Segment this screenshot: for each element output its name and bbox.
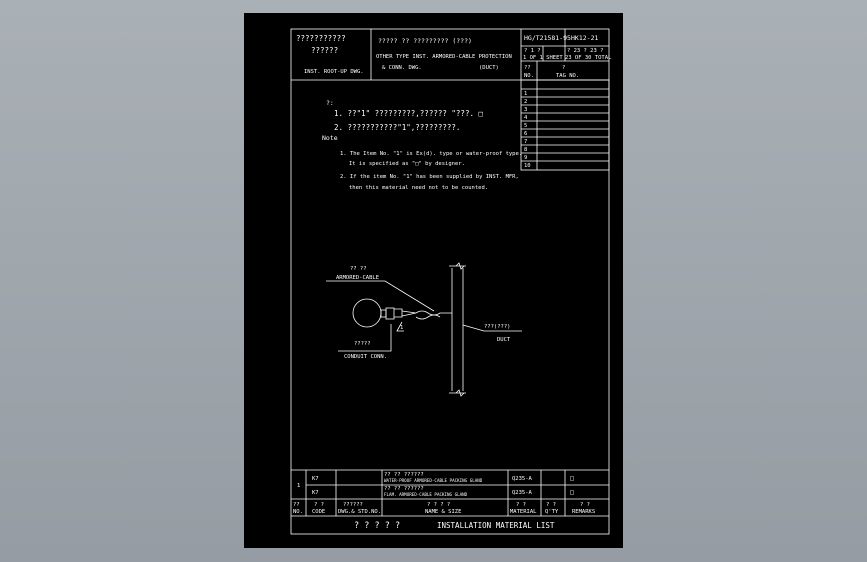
mat-head-remarks-cn: ? ? [580, 502, 590, 508]
mat-row2-name-en: FLAM. ARMORED-CABLE PACKING GLAND [384, 492, 468, 497]
note-en-2a: 2. If the item No. "1" has been supplied… [340, 174, 519, 180]
note-en-2b: then this material need not to be counte… [349, 185, 488, 191]
sheet-code: HK12-21 [571, 34, 598, 42]
mat-head-code-cn: ? ? [314, 502, 324, 508]
note-en-1b: It is specified as "□" by designer. [349, 161, 465, 167]
drawing-sheet: ??????????? ?????? INST. ROOT-UP DWG. ??… [244, 13, 623, 548]
rev-no-en: NO. [524, 73, 534, 79]
duct-label-en: DUCT [497, 337, 511, 343]
rev-row-no: 9 [524, 155, 527, 161]
note-en-title: Note [322, 134, 338, 142]
conn-label-en: CONDUIT CONN. [344, 354, 387, 360]
item-mark: 1 [400, 325, 403, 331]
rev-row-no: 3 [524, 107, 527, 113]
cable-duct-diagram [326, 262, 522, 397]
conn-leader [338, 324, 392, 352]
rev-row-no: 7 [524, 139, 527, 145]
rev-row-no: 5 [524, 123, 527, 129]
rev-row-no: 6 [524, 131, 527, 137]
duct-label-cn: ???(???) [484, 324, 511, 330]
rev-text-cn: ? [562, 65, 565, 71]
mat-row2-code: K7 [312, 490, 319, 496]
rev-row-no: 8 [524, 147, 527, 153]
mat-row1-name-cn: ?? ?? ?????? [384, 472, 424, 478]
rev-no-cn: ?? [524, 65, 531, 71]
mat-head-no-en: NO. [293, 509, 303, 515]
footer-title-en: INSTALLATION MATERIAL LIST [437, 521, 555, 530]
conn-label-cn: ????? [354, 341, 371, 347]
mat-head-name-en: NAME & SIZE [425, 509, 461, 515]
mat-head-qty-en: Q'TY [545, 509, 559, 515]
dwg-number: HG/T21581-95 [524, 34, 571, 42]
rev-row-no: 2 [524, 99, 527, 105]
note-cn-title: ?: [326, 99, 334, 107]
header-title-cn: ????? ?? ????????? (???) [378, 37, 472, 45]
header-title-en: OTHER TYPE INST. ARMORED-CABLE PROTECTIO… [376, 54, 512, 60]
mat-head-qty-cn: ? ? [546, 502, 556, 508]
footer-title-cn: ? ? ? ? ? [354, 521, 400, 531]
rev-rows: 1 2 3 4 5 6 7 8 9 10 [524, 91, 531, 169]
sheet-count-cn: ? 1 ? [524, 48, 541, 54]
mat-head-no-cn: ?? [293, 502, 300, 508]
mat-row1-no: 1 [297, 483, 300, 489]
mat-head-dwg-cn: ?????? [343, 502, 363, 508]
note-en-1a: 1. The Item No. "1" is Ex(d). type or wa… [340, 151, 522, 157]
mat-head-material-cn: ? ? [516, 502, 526, 508]
mat-head-code-en: CODE [312, 509, 325, 515]
material-list-table [291, 469, 609, 517]
header-left-cn: ??????????? [296, 34, 346, 43]
revision-table [520, 61, 610, 171]
conduit-conn-circle [352, 298, 382, 328]
header-left-en: INST. ROOT-UP DWG. [304, 69, 364, 75]
rev-text-en: TAG NO. [556, 73, 579, 79]
mat-head-dwg-en: DWG.& STD.NO. [338, 509, 381, 515]
sheet-total-cn: ? 23 ? 23 ? [567, 48, 603, 54]
cable-leader [326, 280, 435, 312]
mat-head-material-en: MATERIAL [510, 509, 537, 515]
cable-label-en: ARMORED-CABLE [336, 275, 379, 281]
rev-row-no: 4 [524, 115, 528, 121]
sheet-count-en: 1 OF 1 SHEET [523, 55, 563, 61]
cad-drawing: ??????????? ?????? INST. ROOT-UP DWG. ??… [290, 28, 612, 535]
note-cn-1: 1. ??"1" ?????????,?????? "???. □ [334, 109, 483, 118]
duct-leader [462, 324, 522, 332]
mat-head-name-cn: ? ? ? ? [427, 502, 450, 508]
mat-row1-code: K7 [312, 476, 319, 482]
mat-row1-material: Q235-A [512, 476, 533, 482]
mat-row1-qty: □ [570, 474, 574, 482]
header-left-cn2: ?????? [311, 46, 338, 55]
rev-row-no: 10 [524, 163, 531, 169]
mat-row1-name-en: WATER-PROOF ARMORED-CABLE PACKING GLAND [384, 478, 483, 483]
mat-row2-qty: □ [570, 488, 574, 496]
note-cn-2: 2. ???????????"1",?????????. [334, 123, 460, 132]
outer-frame [290, 28, 610, 535]
rev-row-no: 1 [524, 91, 527, 97]
mat-row2-material: Q235-A [512, 490, 533, 496]
sheet-total-en: 23 OF 30 TOTAL [565, 55, 612, 61]
header-title-duct: (DUCT) [479, 65, 499, 71]
header-title-en2: & CONN. DWG. [382, 65, 422, 71]
armored-cable-line [415, 310, 452, 316]
mat-row2-name-cn: ?? ?? ?????? [384, 486, 424, 492]
cable-label-cn: ?? ?? [350, 266, 367, 272]
mat-head-remarks-en: REMARKS [572, 509, 595, 515]
